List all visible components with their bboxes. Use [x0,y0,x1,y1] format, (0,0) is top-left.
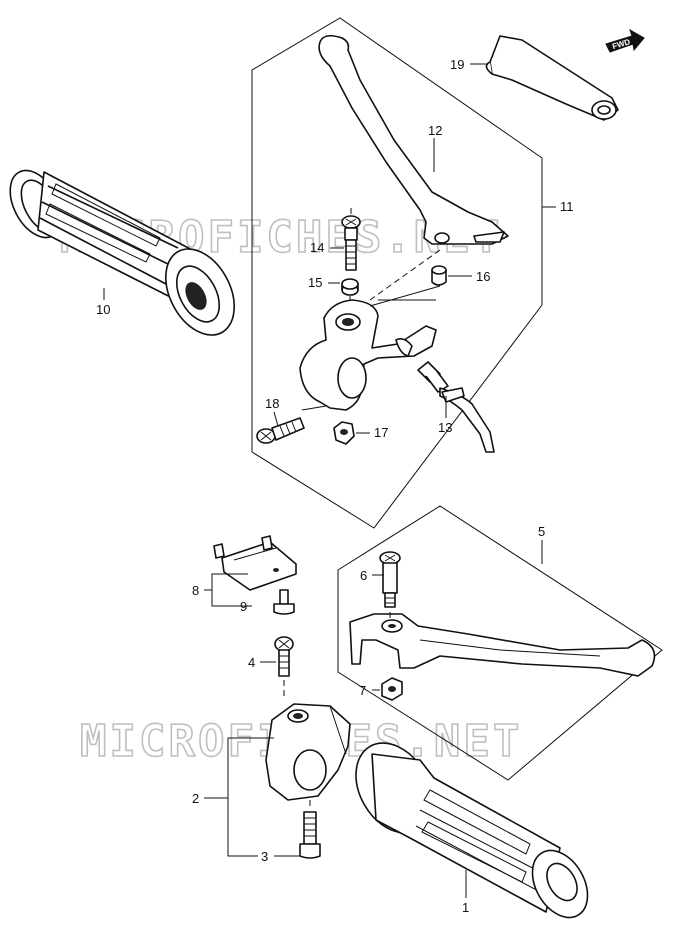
part-12-lever [318,34,509,245]
callout-15: 15 [308,275,322,290]
part-15-collar [341,278,359,296]
part-5-lever [349,613,656,677]
callout-19: 19 [450,57,464,72]
part-11-holder [299,285,441,411]
leader-lines [103,63,556,898]
part-18-screw [256,417,305,444]
callout-16: 16 [476,269,490,284]
callout-labels: 12 11 14 15 16 18 17 13 10 19 5 6 7 8 9 … [96,57,574,915]
callout-10: 10 [96,302,110,317]
part-8-switch [213,535,297,591]
part-16-bushing [431,265,447,286]
fwd-arrow-icon: FWD [605,28,645,53]
part-6-bolt [379,551,401,608]
part-1-grip-right [355,742,589,919]
fwd-label: FWD [611,37,631,51]
callout-4: 4 [248,655,255,670]
part-19-bracket [485,35,619,121]
callout-13: 13 [438,420,452,435]
part-17-nut [333,421,355,445]
callout-7: 7 [359,683,366,698]
part-2-holder [265,703,351,801]
group-outline-lower [337,505,663,781]
callout-14: 14 [310,240,324,255]
callout-12: 12 [428,123,442,138]
group-outline-upper [251,17,543,529]
part-14-bolt [341,215,361,271]
callout-17: 17 [374,425,388,440]
callout-11: 11 [560,199,574,214]
part-13-cable [417,361,495,453]
callout-8: 8 [192,583,199,598]
part-3-bolt [299,811,321,859]
callout-1: 1 [462,900,469,915]
callout-6: 6 [360,568,367,583]
callout-3: 3 [261,849,268,864]
callout-5: 5 [538,524,545,539]
part-4-screw [274,636,294,677]
part-9-screw [273,589,295,615]
callout-9: 9 [240,599,247,614]
callout-18: 18 [265,396,279,411]
part-7-nut [381,677,403,701]
part-10-grip-left [9,169,235,336]
callout-2: 2 [192,791,199,806]
